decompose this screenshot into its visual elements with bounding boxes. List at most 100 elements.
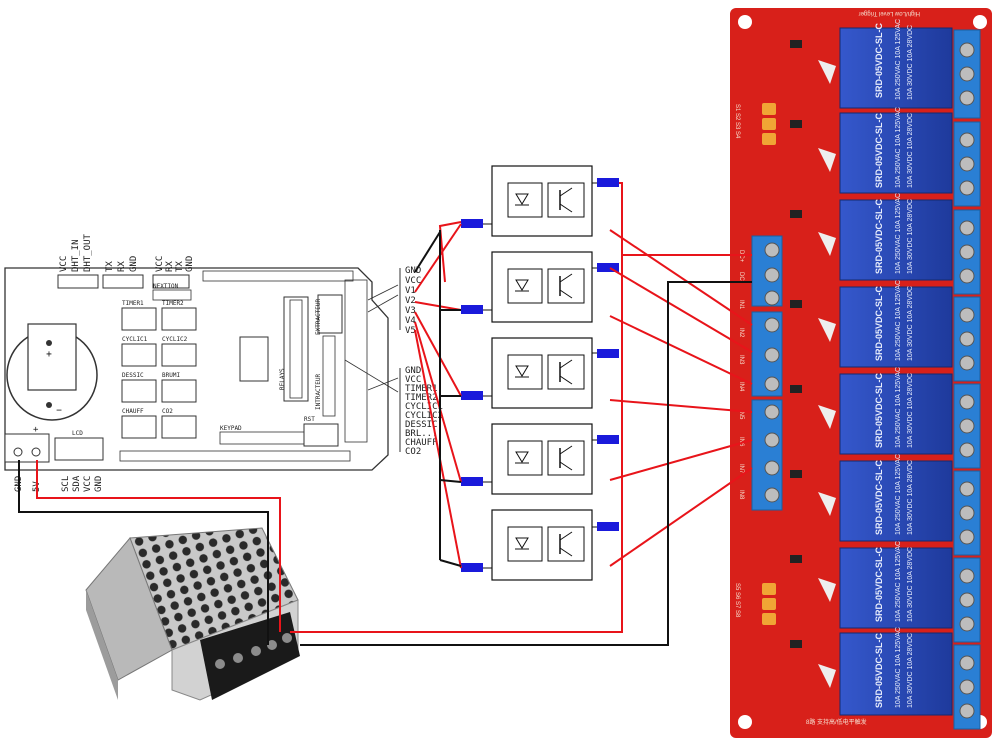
rst-label: RST xyxy=(304,416,315,423)
conn-top-v3: V3 xyxy=(405,306,416,316)
relay-rating2-3: 10A 30VDC 10A 28VDC xyxy=(907,199,914,274)
extracteur-label: EXTRACTEUR xyxy=(315,298,322,335)
output-terminals xyxy=(953,29,981,730)
relay-top-text: High/Low Level Trigger xyxy=(859,10,920,16)
relay-model-5: SRD-05VDC-SL-C xyxy=(874,372,884,448)
lcd-label: LCD xyxy=(72,430,83,437)
relay-model-4: SRD-05VDC-SL-C xyxy=(874,285,884,361)
header2-rx-label: RX xyxy=(165,261,175,272)
relay-rating2-7: 10A 30VDC 10A 28VDC xyxy=(907,547,914,622)
relay-rating2-8: 10A 30VDC 10A 28VDC xyxy=(907,633,914,708)
relay-model-3: SRD-05VDC-SL-C xyxy=(874,198,884,274)
nextion-label: NEXTION xyxy=(153,283,179,290)
relay-model-2: SRD-05VDC-SL-C xyxy=(874,112,884,188)
timer1-label: TIMER1 xyxy=(122,300,144,307)
relay-rating2-6: 10A 30VDC 10A 28VDC xyxy=(907,460,914,535)
header2-tx-label: TX xyxy=(175,261,185,272)
cyclic2-label: CYCLIC2 xyxy=(162,336,188,343)
conn-bot-cyclic2: CYCLIC2 xyxy=(405,411,443,421)
input-label-in5: IN5 xyxy=(738,410,744,420)
optocoupler-5 xyxy=(491,509,593,581)
conn-bot-timer2: TIMER2 xyxy=(405,393,438,403)
relay-rating1-2: 10A 250VAC 10A 125VAC xyxy=(895,107,902,188)
relay-model-7: SRD-05VDC-SL-C xyxy=(874,546,884,622)
conn-bot-brl: BRL... xyxy=(405,429,438,439)
input-terminal-blocks xyxy=(751,235,783,511)
timer2-label: TIMER2 xyxy=(162,300,184,307)
input-label-dcplus: DC+ xyxy=(738,250,744,263)
co2-label: CO2 xyxy=(162,408,173,415)
input-label-in6: IN6 xyxy=(738,437,744,447)
blue-terminals xyxy=(461,178,619,572)
lcd-pin-gnd: GND xyxy=(94,476,104,492)
connector-label-block: GND VCC V1 V2 V3 V4 V5 GND VCC TIMER1 TI… xyxy=(344,266,443,457)
relay-text: SRD-05VDC-SL-C 10A 250VAC 10A 125VAC 10A… xyxy=(734,10,920,726)
conn-top-v1: V1 xyxy=(405,286,416,296)
input-label-in3: IN3 xyxy=(738,355,744,365)
input-label-dcminus: DC- xyxy=(738,272,744,283)
svg-text:−: − xyxy=(56,405,62,416)
input-label-in2: IN2 xyxy=(738,328,744,338)
conn-bot-timer1: TIMER1 xyxy=(405,384,438,394)
relay-rating2-1: 10A 30VDC 10A 28VDC xyxy=(907,25,914,100)
header2-gnd-label: GND xyxy=(185,256,195,272)
input-label-in7: IN7 xyxy=(738,464,744,474)
optocoupler-stack xyxy=(478,165,610,581)
relay-blocks xyxy=(839,27,953,716)
header-rx-label: RX xyxy=(117,261,127,272)
header2-vcc-label: VCC xyxy=(155,256,165,272)
conn-bot-chauff: CHAUFF xyxy=(405,438,438,448)
input-label-in8: IN8 xyxy=(738,490,744,500)
conn-top-v4: V4 xyxy=(405,316,416,326)
optocoupler-1 xyxy=(491,165,593,237)
intracteur-label: INTRACTEUR xyxy=(315,373,322,410)
wires-black xyxy=(18,230,752,646)
optocoupler-3 xyxy=(491,337,593,409)
relays-label: RELAYS xyxy=(279,368,286,390)
dessic-label: DESSIC xyxy=(122,372,144,379)
brumi-label: BRUMI xyxy=(162,372,180,379)
arduino-shield: + − xyxy=(4,267,389,471)
relay-module xyxy=(730,8,992,738)
relay-bottom-text: 8路 支持高/低电平触发 xyxy=(806,718,867,726)
relay-rating2-5: 10A 30VDC 10A 28VDC xyxy=(907,373,914,448)
optocoupler-4 xyxy=(491,423,593,495)
conn-bot-cyclic1: CYCLIC1 xyxy=(405,402,443,412)
relay-rating2-2: 10A 30VDC 10A 28VDC xyxy=(907,113,914,188)
lcd-pin-scl: SCL xyxy=(61,476,71,492)
relay-rating1-5: 10A 250VAC 10A 125VAC xyxy=(895,367,902,448)
jumper-bottom-label: S5 S6 S7 S8 xyxy=(734,583,740,618)
header-dht-in-label: DHT_IN xyxy=(71,239,81,272)
relay-model-6: SRD-05VDC-SL-C xyxy=(874,459,884,535)
conn-top-vcc: VCC xyxy=(405,276,421,286)
lcd-pin-sda: SDA xyxy=(72,475,82,492)
conn-bot-co2: CO2 xyxy=(405,447,421,457)
svg-text:+: + xyxy=(46,349,52,360)
power-plus-label: + xyxy=(33,425,39,435)
relay-rating1-3: 10A 250VAC 10A 125VAC xyxy=(895,193,902,274)
connector-grid xyxy=(121,307,197,439)
header-tx-label: TX xyxy=(105,261,115,272)
power-jack: + − xyxy=(6,323,98,421)
lcd-pin-vcc: VCC xyxy=(83,476,93,492)
cyclic1-label: CYCLIC1 xyxy=(122,336,148,343)
relay-rating1-1: 10A 250VAC 10A 125VAC xyxy=(895,19,902,100)
header-vcc-label: VCC xyxy=(59,256,69,272)
input-label-in1: IN1 xyxy=(738,300,744,310)
input-label-in4: IN4 xyxy=(738,382,744,392)
power-supply xyxy=(85,527,300,701)
relay-rating1-7: 10A 250VAC 10A 125VAC xyxy=(895,541,902,622)
conn-top-gnd: GND xyxy=(405,266,421,276)
conn-bot-gnd: GND xyxy=(405,366,421,376)
conn-bot-vcc: VCC xyxy=(405,375,421,385)
relay-rating1-4: 10A 250VAC 10A 125VAC xyxy=(895,280,902,361)
top-header-row xyxy=(202,270,354,282)
conn-top-v5: V5 xyxy=(405,326,416,336)
wires-red xyxy=(36,182,753,633)
header-dht-out-label: DHT_OUT xyxy=(83,233,93,272)
jumper-top-label: S1 S2 S3 S4 xyxy=(734,104,740,139)
relay-rating2-4: 10A 30VDC 10A 28VDC xyxy=(907,286,914,361)
relay-rating1-6: 10A 250VAC 10A 125VAC xyxy=(895,454,902,535)
relay-model-8: SRD-05VDC-SL-C xyxy=(874,632,884,708)
chauff-label: CHAUFF xyxy=(122,408,144,415)
